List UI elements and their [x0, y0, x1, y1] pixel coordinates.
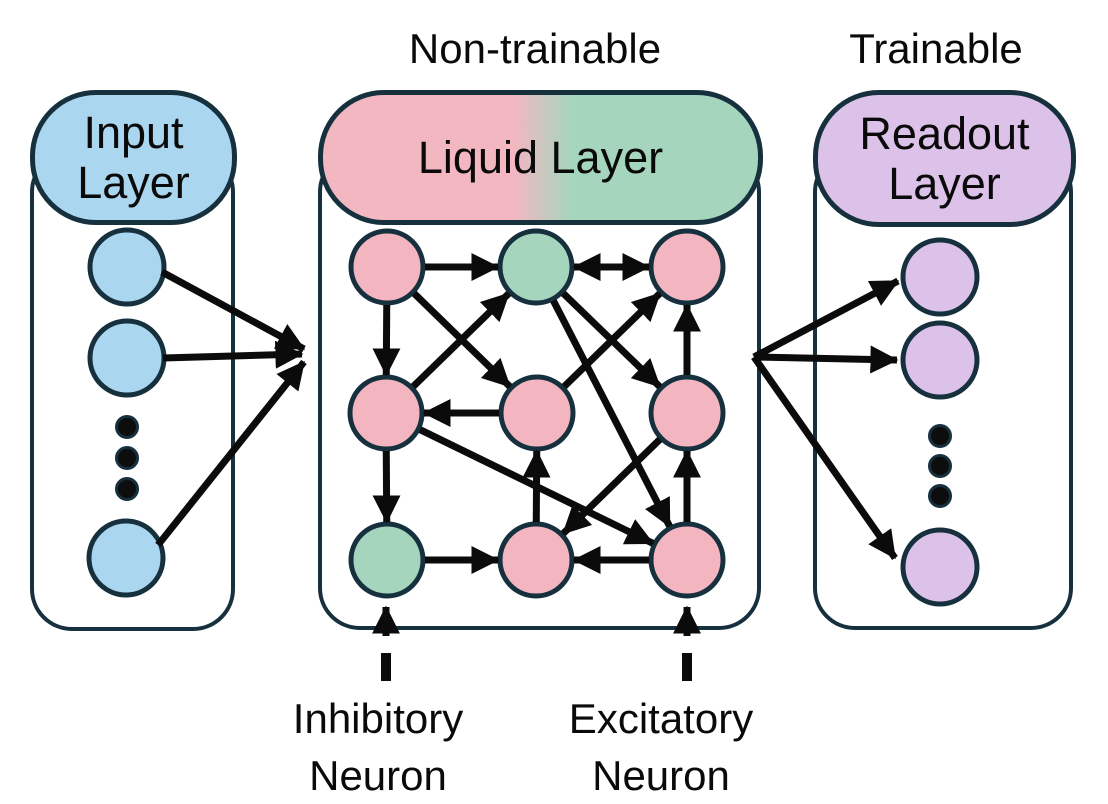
input-layer-title-pill: Input Layer	[30, 90, 237, 225]
inhibitory-neuron-label-line1: Inhibitory	[292, 695, 464, 742]
input-layer-title-line1: Input	[83, 106, 184, 158]
excitatory-neuron-label-line1: Excitatory	[568, 695, 754, 742]
trainable-label: Trainable	[849, 25, 1023, 72]
inhibitory-neuron-label: Inhibitory Neuron	[293, 690, 463, 804]
excitatory-neuron-label: Excitatory Neuron	[569, 690, 753, 804]
readout-layer-title-pill: Readout Layer	[813, 90, 1076, 227]
excitatory-neuron-label-line2: Neuron	[592, 752, 730, 799]
input-layer-title-line2: Layer	[77, 156, 190, 208]
non-trainable-label: Non-trainable	[408, 25, 662, 72]
liquid-layer-title: Liquid Layer	[417, 131, 664, 183]
inhibitory-neuron-label-line2: Neuron	[309, 752, 447, 799]
readout-layer-title-line2: Layer	[888, 157, 1001, 209]
liquid-layer-title-pill: Liquid Layer	[318, 90, 763, 225]
readout-layer-title-line1: Readout	[859, 107, 1030, 159]
